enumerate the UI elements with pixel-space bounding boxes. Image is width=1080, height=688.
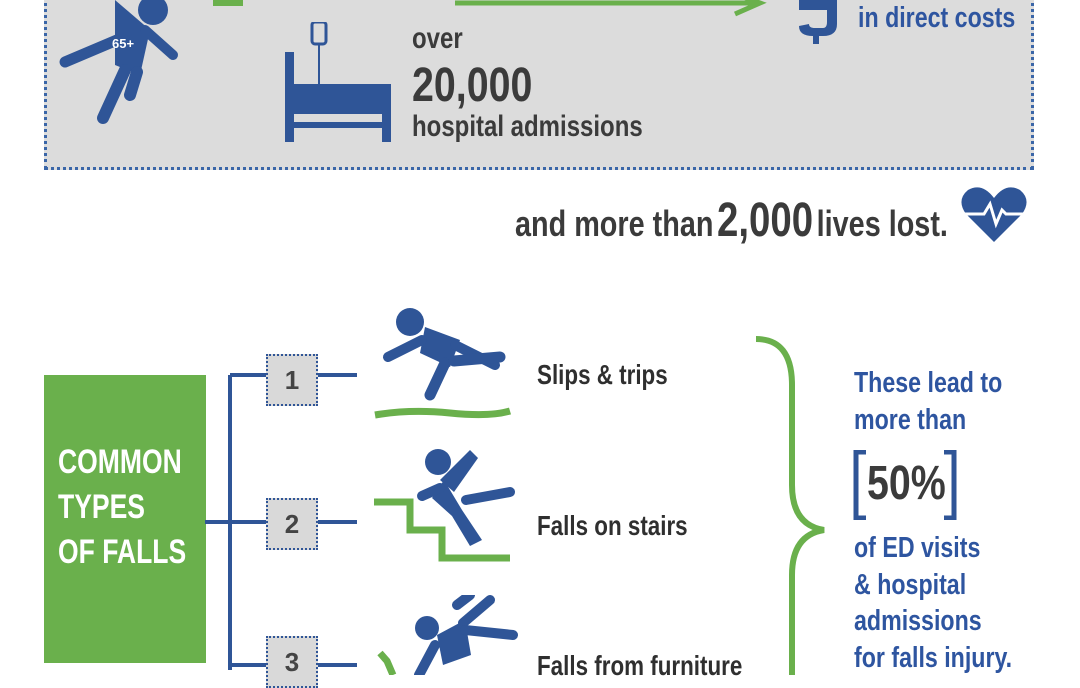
summary-bottom: of ED visits & hospital admissions for f… [854, 530, 1012, 676]
age-badge: 65+ [112, 36, 135, 51]
curly-brace [755, 336, 825, 675]
dollar-icon [799, 0, 837, 44]
type-number-3: 3 [266, 636, 318, 688]
percent-value: 50% [867, 457, 946, 510]
summary-line-5: admissions [854, 605, 982, 637]
arrow-right-icon [455, 0, 767, 17]
slip-icon [374, 308, 512, 419]
type-label-2: Falls on stairs [537, 510, 688, 541]
stats-panel [44, 0, 1034, 170]
costs-line: in direct costs [858, 2, 1016, 34]
lives-lost-line: and more than 2,000 lives lost. [515, 193, 948, 248]
admissions-prefix: over [412, 22, 463, 55]
title-line-1: COMMON [58, 443, 182, 481]
green-accent-block [213, 0, 243, 6]
summary-line-4: & hospital [854, 568, 967, 601]
type-number-2: 2 [266, 498, 318, 550]
common-types-title: COMMON TYPES OF FALLS [58, 440, 186, 575]
lives-suffix: lives lost. [816, 203, 948, 244]
title-line-3: OF FALLS [58, 533, 187, 571]
tree-connector [205, 373, 357, 670]
stairs-fall-icon [374, 449, 515, 562]
type-label-1: Slips & trips [537, 359, 668, 390]
furniture-fall-icon [377, 595, 518, 675]
heart-pulse-icon [961, 187, 1027, 242]
percent-brackets [853, 450, 957, 520]
costs-label: in direct costs [858, 2, 1015, 35]
falling-person-icon [59, 0, 178, 124]
title-line-2: TYPES [58, 488, 145, 526]
admissions-number: 20,000 [412, 59, 533, 112]
common-types-box [44, 375, 206, 663]
summary-line-1: These lead to [854, 367, 1003, 399]
lives-prefix: and more than [515, 203, 714, 244]
summary-line-6: for falls injury. [854, 641, 1013, 674]
lives-number: 2,000 [716, 194, 814, 247]
type-number-1: 1 [266, 354, 318, 406]
type-label-3: Falls from furniture [537, 650, 743, 681]
summary-line-3: of ED visits [854, 532, 981, 564]
summary-line-2: more than [854, 403, 967, 436]
summary-top: These lead to more than [854, 365, 1002, 438]
admissions-label: hospital admissions [412, 110, 643, 143]
hospital-bed-icon [285, 22, 391, 142]
